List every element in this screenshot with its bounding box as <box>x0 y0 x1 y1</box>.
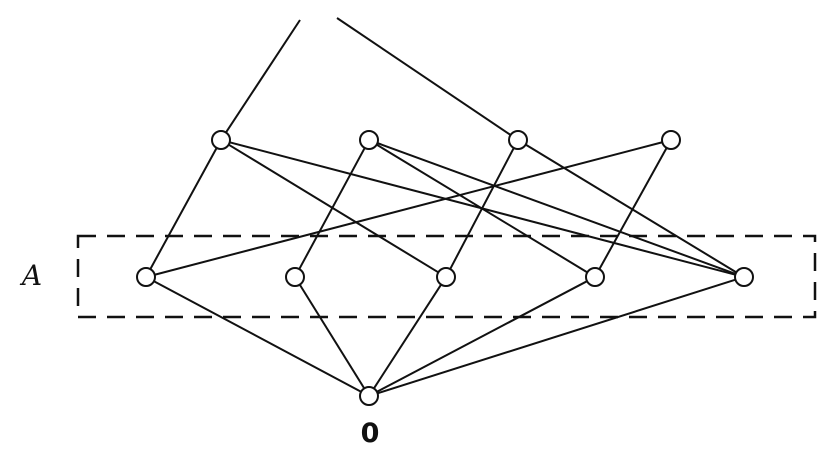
set-a-label: A <box>19 259 42 292</box>
node-a5 <box>734 267 754 287</box>
node-a1 <box>136 267 156 287</box>
bottom-element-label: 0 <box>361 418 380 449</box>
edge-bottom-a2 <box>298 284 366 389</box>
edge-a1-m1 <box>149 147 218 270</box>
node-m4 <box>661 130 681 150</box>
node-m3 <box>508 130 528 150</box>
node-layer <box>136 130 754 406</box>
node-m2 <box>359 130 379 150</box>
edge-a3-m1 <box>228 143 439 274</box>
edge-a1-m4 <box>154 141 663 276</box>
edge-bottom-a5 <box>377 278 736 395</box>
node-a2 <box>285 267 305 287</box>
edge-a5-m1 <box>229 141 736 276</box>
edge-bottom-a3 <box>373 284 442 389</box>
edge-a5-m3 <box>525 143 737 274</box>
edge-a4-m4 <box>598 147 668 270</box>
edge-bottom-a4 <box>376 280 588 393</box>
node-a3 <box>436 267 456 287</box>
set-a-dashed-frame <box>76 234 817 319</box>
node-bottom <box>359 386 379 406</box>
edge-m3-top-right <box>336 17 512 136</box>
edge-layer <box>149 17 737 395</box>
node-a4 <box>585 267 605 287</box>
edge-bottom-a1 <box>153 280 362 393</box>
node-m1 <box>211 130 231 150</box>
edge-m1-top-left <box>225 19 301 134</box>
edge-a5-m2 <box>377 142 736 275</box>
